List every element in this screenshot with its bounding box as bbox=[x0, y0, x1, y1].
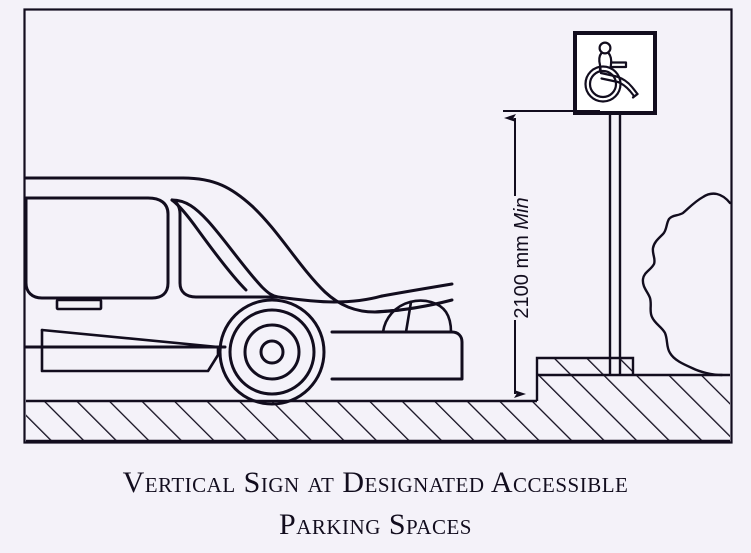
van-rear-window bbox=[24, 196, 170, 300]
accessible-van bbox=[24, 176, 464, 406]
van-door-handle bbox=[55, 298, 103, 311]
rock-outcrop bbox=[641, 192, 732, 377]
sign-post bbox=[608, 113, 622, 375]
van-headlight-divider bbox=[404, 300, 413, 334]
van-front-window bbox=[170, 198, 280, 299]
accessible-parking-sign[interactable] bbox=[573, 31, 657, 115]
sign-plate bbox=[573, 31, 657, 115]
front-wheel bbox=[218, 298, 326, 406]
van-hood-front bbox=[373, 298, 454, 314]
van-headlight bbox=[381, 299, 453, 334]
figure-caption: Vertical Sign at Designated Accessible P… bbox=[0, 462, 751, 546]
caption-line-2: Parking Spaces bbox=[279, 508, 472, 541]
dimension-qualifier: Min bbox=[511, 197, 533, 229]
van-rocker-top bbox=[40, 328, 220, 349]
dimension-label: 2100 mm Min bbox=[511, 197, 533, 318]
caption-line-1: Vertical Sign at Designated Accessible bbox=[122, 466, 629, 499]
van-fender-line bbox=[380, 282, 454, 298]
van-a-pillar bbox=[170, 198, 248, 292]
van-beltline bbox=[276, 294, 384, 304]
dimension-value: 2100 mm bbox=[511, 230, 533, 319]
van-front-bumper bbox=[330, 330, 464, 381]
van-roof-and-hood bbox=[24, 176, 402, 314]
wheelchair-icon bbox=[584, 41, 639, 103]
svg-text:2100 mm Min: 2100 mm Min bbox=[511, 197, 533, 318]
van-rocker-panel bbox=[40, 328, 220, 373]
dimension-2100mm-min: 2100 mm Min bbox=[503, 110, 600, 398]
